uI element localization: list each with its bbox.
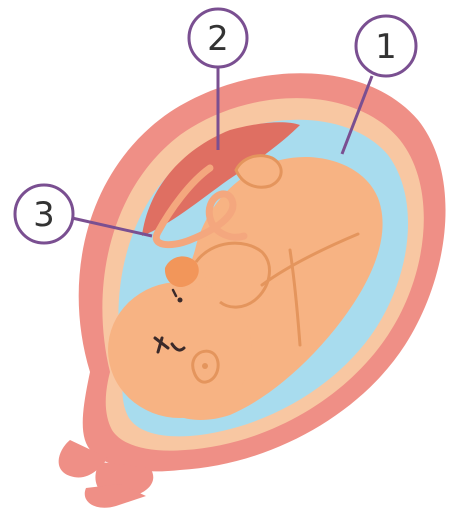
callout-2: 2 xyxy=(189,9,247,67)
callout-3: 3 xyxy=(15,185,73,243)
callout-2-number: 2 xyxy=(207,19,229,59)
callout-1: 1 xyxy=(356,16,416,76)
callout-3-number: 3 xyxy=(33,195,55,235)
fetus-nostril xyxy=(178,298,183,303)
fetus-ear-inner xyxy=(202,363,208,369)
callout-1-number: 1 xyxy=(375,27,397,67)
